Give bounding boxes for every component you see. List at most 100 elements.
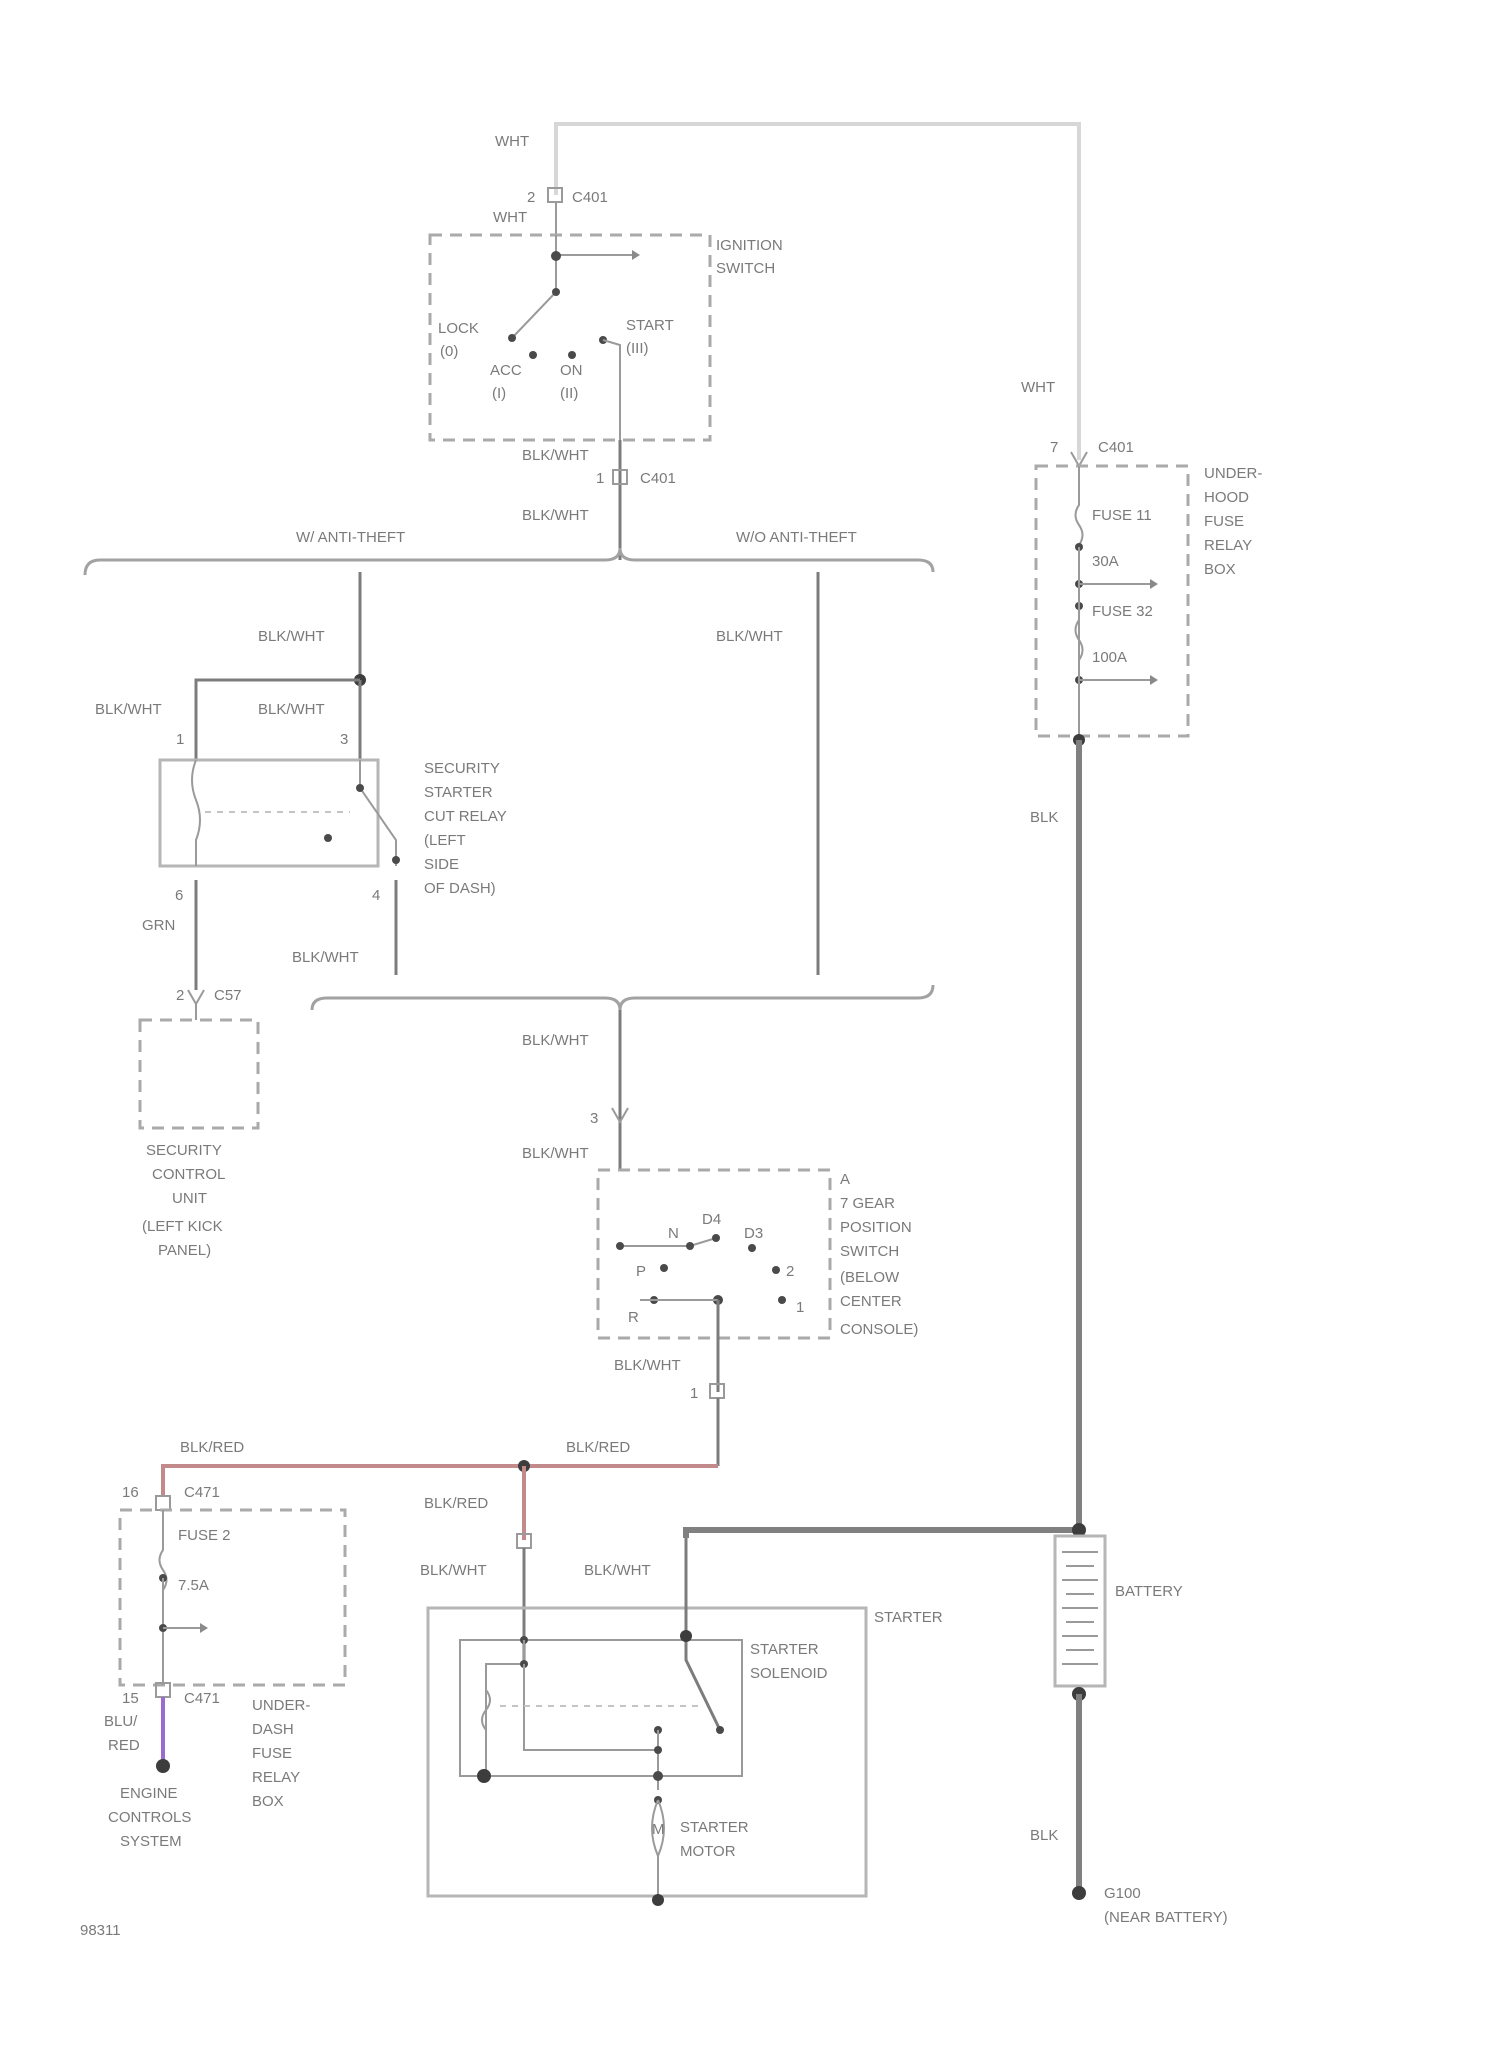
gear-position-switch: BLK/WHT 3 BLK/WHT A N D4 D3 P 2 R 1 7 GE… (522, 1010, 918, 1466)
gear-wire-in2: BLK/WHT (522, 1145, 589, 1162)
scu-pin: 2 (176, 987, 184, 1004)
udf-conn-top: C471 (184, 1484, 220, 1501)
acc-label-2: (I) (492, 385, 506, 402)
ign-wht-in-label: WHT (493, 209, 527, 226)
scu-box (140, 1020, 258, 1128)
udf-name-2: DASH (252, 1721, 294, 1738)
branch-braces: W/ ANTI-THEFT W/O ANTI-THEFT (85, 529, 933, 1010)
ign-below-wire: BLK/WHT (522, 507, 589, 524)
udf-name-3: FUSE (252, 1745, 292, 1762)
uhf-rating1: 30A (1092, 553, 1119, 570)
motor-symbol: M (652, 1821, 665, 1838)
gear-name-2: POSITION (840, 1219, 912, 1236)
gear-pos-2: 2 (786, 1263, 794, 1280)
under-hood-fuse-box: 7 C401 FUSE 11 30A FUSE 32 100A UNDER- H… (1030, 439, 1262, 1537)
relay-pin-right-top: 3 (340, 731, 348, 748)
scu-name-5: PANEL) (158, 1242, 211, 1259)
udf-pin-bottom: 15 (122, 1690, 139, 1707)
ground-desc: (NEAR BATTERY) (1104, 1909, 1228, 1926)
red-down-label: BLK/RED (424, 1495, 488, 1512)
relay-name-2: STARTER (424, 784, 493, 801)
at-wire-label: BLK/WHT (258, 628, 325, 645)
gear-pin-in: 3 (590, 1110, 598, 1127)
wht-label-top: WHT (495, 133, 529, 150)
gear-wire-out: BLK/WHT (614, 1357, 681, 1374)
relay-pin-left-top: 1 (176, 731, 184, 748)
ground-id: G100 (1104, 1885, 1141, 1902)
gear-pos-p: P (636, 1263, 646, 1280)
battery-ground-wire: BLK (1030, 1827, 1058, 1844)
uhf-fuse2: FUSE 32 (1092, 603, 1153, 620)
relay-wire-left: BLK/WHT (95, 701, 162, 718)
engine-controls-2: CONTROLS (108, 1809, 191, 1826)
relay-out-left: GRN (142, 917, 175, 934)
udf-rating: 7.5A (178, 1577, 209, 1594)
wht-label-hood: WHT (1021, 379, 1055, 396)
ign-conn-bottom-pin: 1 (596, 470, 604, 487)
blk-red-bus: BLK/RED BLK/RED BLK/RED BLK/WHT (163, 1439, 718, 1660)
uhf-name-4: RELAY (1204, 537, 1252, 554)
ign-conn-bottom-label: C401 (640, 470, 676, 487)
scu-name-4: (LEFT KICK (142, 1218, 223, 1235)
gear-name-5: CENTER (840, 1293, 902, 1310)
uhf-rating2: 100A (1092, 649, 1127, 666)
scu-name-3: UNIT (172, 1190, 207, 1207)
uhf-name-1: UNDER- (1204, 465, 1262, 482)
starter-assembly: STARTER STARTER SOLENOID M STARTER MOTOR… (428, 1538, 943, 1906)
starter-wire-label: BLK/WHT (584, 1562, 651, 1579)
relay-pin-right-bottom: 4 (372, 887, 380, 904)
security-starter-cut-relay: SECURITY STARTER CUT RELAY (LEFT SIDE OF… (142, 760, 507, 990)
uhf-name-3: FUSE (1204, 513, 1244, 530)
relay-out-right: BLK/WHT (292, 949, 359, 966)
solenoid-box (460, 1640, 742, 1776)
relay-name-6: OF DASH) (424, 880, 496, 897)
gear-pos-d3: D3 (744, 1225, 763, 1242)
gear-wire-in: BLK/WHT (522, 1032, 589, 1049)
uhf-wire-out: BLK (1030, 809, 1058, 826)
on-label-2: (II) (560, 385, 578, 402)
uhf-conn: C401 (1098, 439, 1134, 456)
scu-name-1: SECURITY (146, 1142, 222, 1159)
ignition-switch-box (430, 235, 710, 440)
red-right-label: BLK/RED (566, 1439, 630, 1456)
security-control-unit: 2 C57 SECURITY CONTROL UNIT (LEFT KICK P… (140, 987, 258, 1259)
relay-name-3: CUT RELAY (424, 808, 507, 825)
gear-corner: A (840, 1171, 850, 1188)
udf-box (120, 1510, 345, 1685)
udf-fuse: FUSE 2 (178, 1527, 231, 1544)
starter-name: STARTER (874, 1609, 943, 1626)
no-anti-theft-branch: BLK/WHT (716, 572, 818, 975)
anti-theft-branch: BLK/WHT BLK/WHT BLK/WHT 1 3 (95, 572, 366, 760)
no-at-wire-label: BLK/WHT (716, 628, 783, 645)
motor-name-2: MOTOR (680, 1843, 736, 1860)
ign-conn-top-pin: 2 (527, 189, 535, 206)
udf-conn-top-shape (156, 1496, 170, 1510)
engine-controls-3: SYSTEM (120, 1833, 182, 1850)
gear-name-3: SWITCH (840, 1243, 899, 1260)
engine-controls-1: ENGINE (120, 1785, 178, 1802)
gear-name-1: 7 GEAR (840, 1195, 895, 1212)
solenoid-name-2: SOLENOID (750, 1665, 828, 1682)
uhf-pin: 7 (1050, 439, 1058, 456)
wht-down-label: BLK/WHT (420, 1562, 487, 1579)
ignition-switch: 2 C401 WHT IGNITION SWITCH LOCK (0) ACC … (430, 188, 783, 560)
gear-pos-n: N (668, 1225, 679, 1242)
relay-name-5: SIDE (424, 856, 459, 873)
udf-name-5: BOX (252, 1793, 284, 1810)
branch-right-label: W/O ANTI-THEFT (736, 529, 857, 546)
uhf-name-5: BOX (1204, 561, 1236, 578)
scu-name-2: CONTROL (152, 1166, 225, 1183)
gear-pin-out: 1 (690, 1385, 698, 1402)
relay-name-1: SECURITY (424, 760, 500, 777)
on-label-1: ON (560, 362, 583, 379)
start-label-2: (III) (626, 340, 649, 357)
udf-conn-bottom: C471 (184, 1690, 220, 1707)
gear-pos-d4: D4 (702, 1211, 721, 1228)
udf-out-wire-2: RED (108, 1737, 140, 1754)
udf-pin-top: 16 (122, 1484, 139, 1501)
gear-name-4: (BELOW (840, 1269, 900, 1286)
diagram-id: 98311 (80, 1922, 121, 1939)
relay-pin-left-bottom: 6 (175, 887, 183, 904)
gear-pos-1: 1 (796, 1299, 804, 1316)
